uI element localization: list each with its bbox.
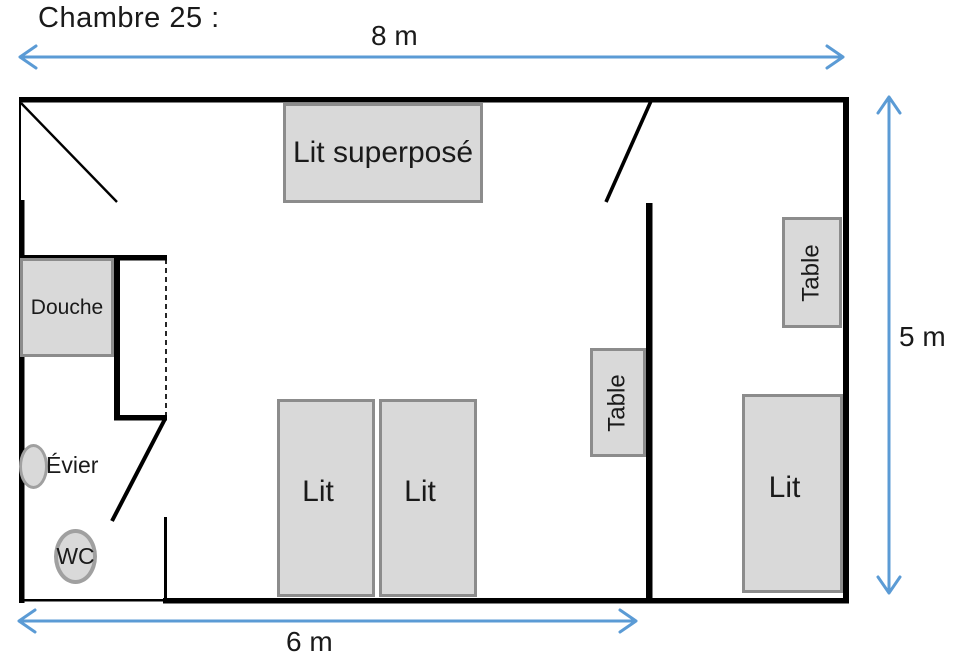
room-divider-door-leaf xyxy=(604,100,653,203)
dimension-right-arrow xyxy=(876,95,902,595)
dimension-top-arrow xyxy=(18,44,845,70)
table-right-label: Table xyxy=(798,243,825,302)
wall-bottom-thick xyxy=(163,598,849,604)
table-middle-box: Table xyxy=(590,348,646,457)
wall-left-thick xyxy=(19,200,25,603)
shower-label: Douche xyxy=(30,295,104,319)
sink-ellipse xyxy=(19,444,48,489)
bed-middle-box: Lit xyxy=(379,399,477,597)
table-right-box: Table xyxy=(782,217,842,328)
bed-right-box: Lit xyxy=(742,394,843,593)
wall-bathroom-top xyxy=(19,255,167,261)
dimension-right-label: 5 m xyxy=(899,321,946,352)
bed-left-box: Lit xyxy=(277,399,375,597)
table-middle-label: Table xyxy=(604,373,631,432)
wall-wc-partition xyxy=(164,517,167,601)
shower-box: Douche xyxy=(20,258,114,357)
bed-left-label: Lit xyxy=(302,475,334,508)
dimension-top-label: 8 m xyxy=(371,20,418,51)
wall-bottom-thin xyxy=(19,599,165,602)
bathroom-door-leaf xyxy=(110,418,167,522)
toilet-label: WC xyxy=(56,543,95,569)
dimension-bottom-arrow xyxy=(17,608,638,634)
wall-left-thin xyxy=(19,102,21,202)
wall-interior-vertical xyxy=(646,203,653,601)
wall-top xyxy=(19,97,849,103)
bunk-bed-label: Lit superposé xyxy=(292,136,474,169)
dimension-bottom-label: 6 m xyxy=(286,626,333,657)
wall-bathroom-bottom xyxy=(114,415,167,421)
wall-bathroom-right xyxy=(114,257,120,419)
bed-middle-label: Lit xyxy=(404,475,436,508)
page-title: Chambre 25 : xyxy=(38,2,220,34)
sink-label: Évier xyxy=(46,452,99,478)
bunk-bed-box: Lit superposé xyxy=(283,103,483,203)
toilet-ellipse: WC xyxy=(54,529,97,584)
entrance-door-leaf xyxy=(20,102,118,203)
wall-right xyxy=(843,97,849,603)
bed-right-label: Lit xyxy=(768,470,801,504)
